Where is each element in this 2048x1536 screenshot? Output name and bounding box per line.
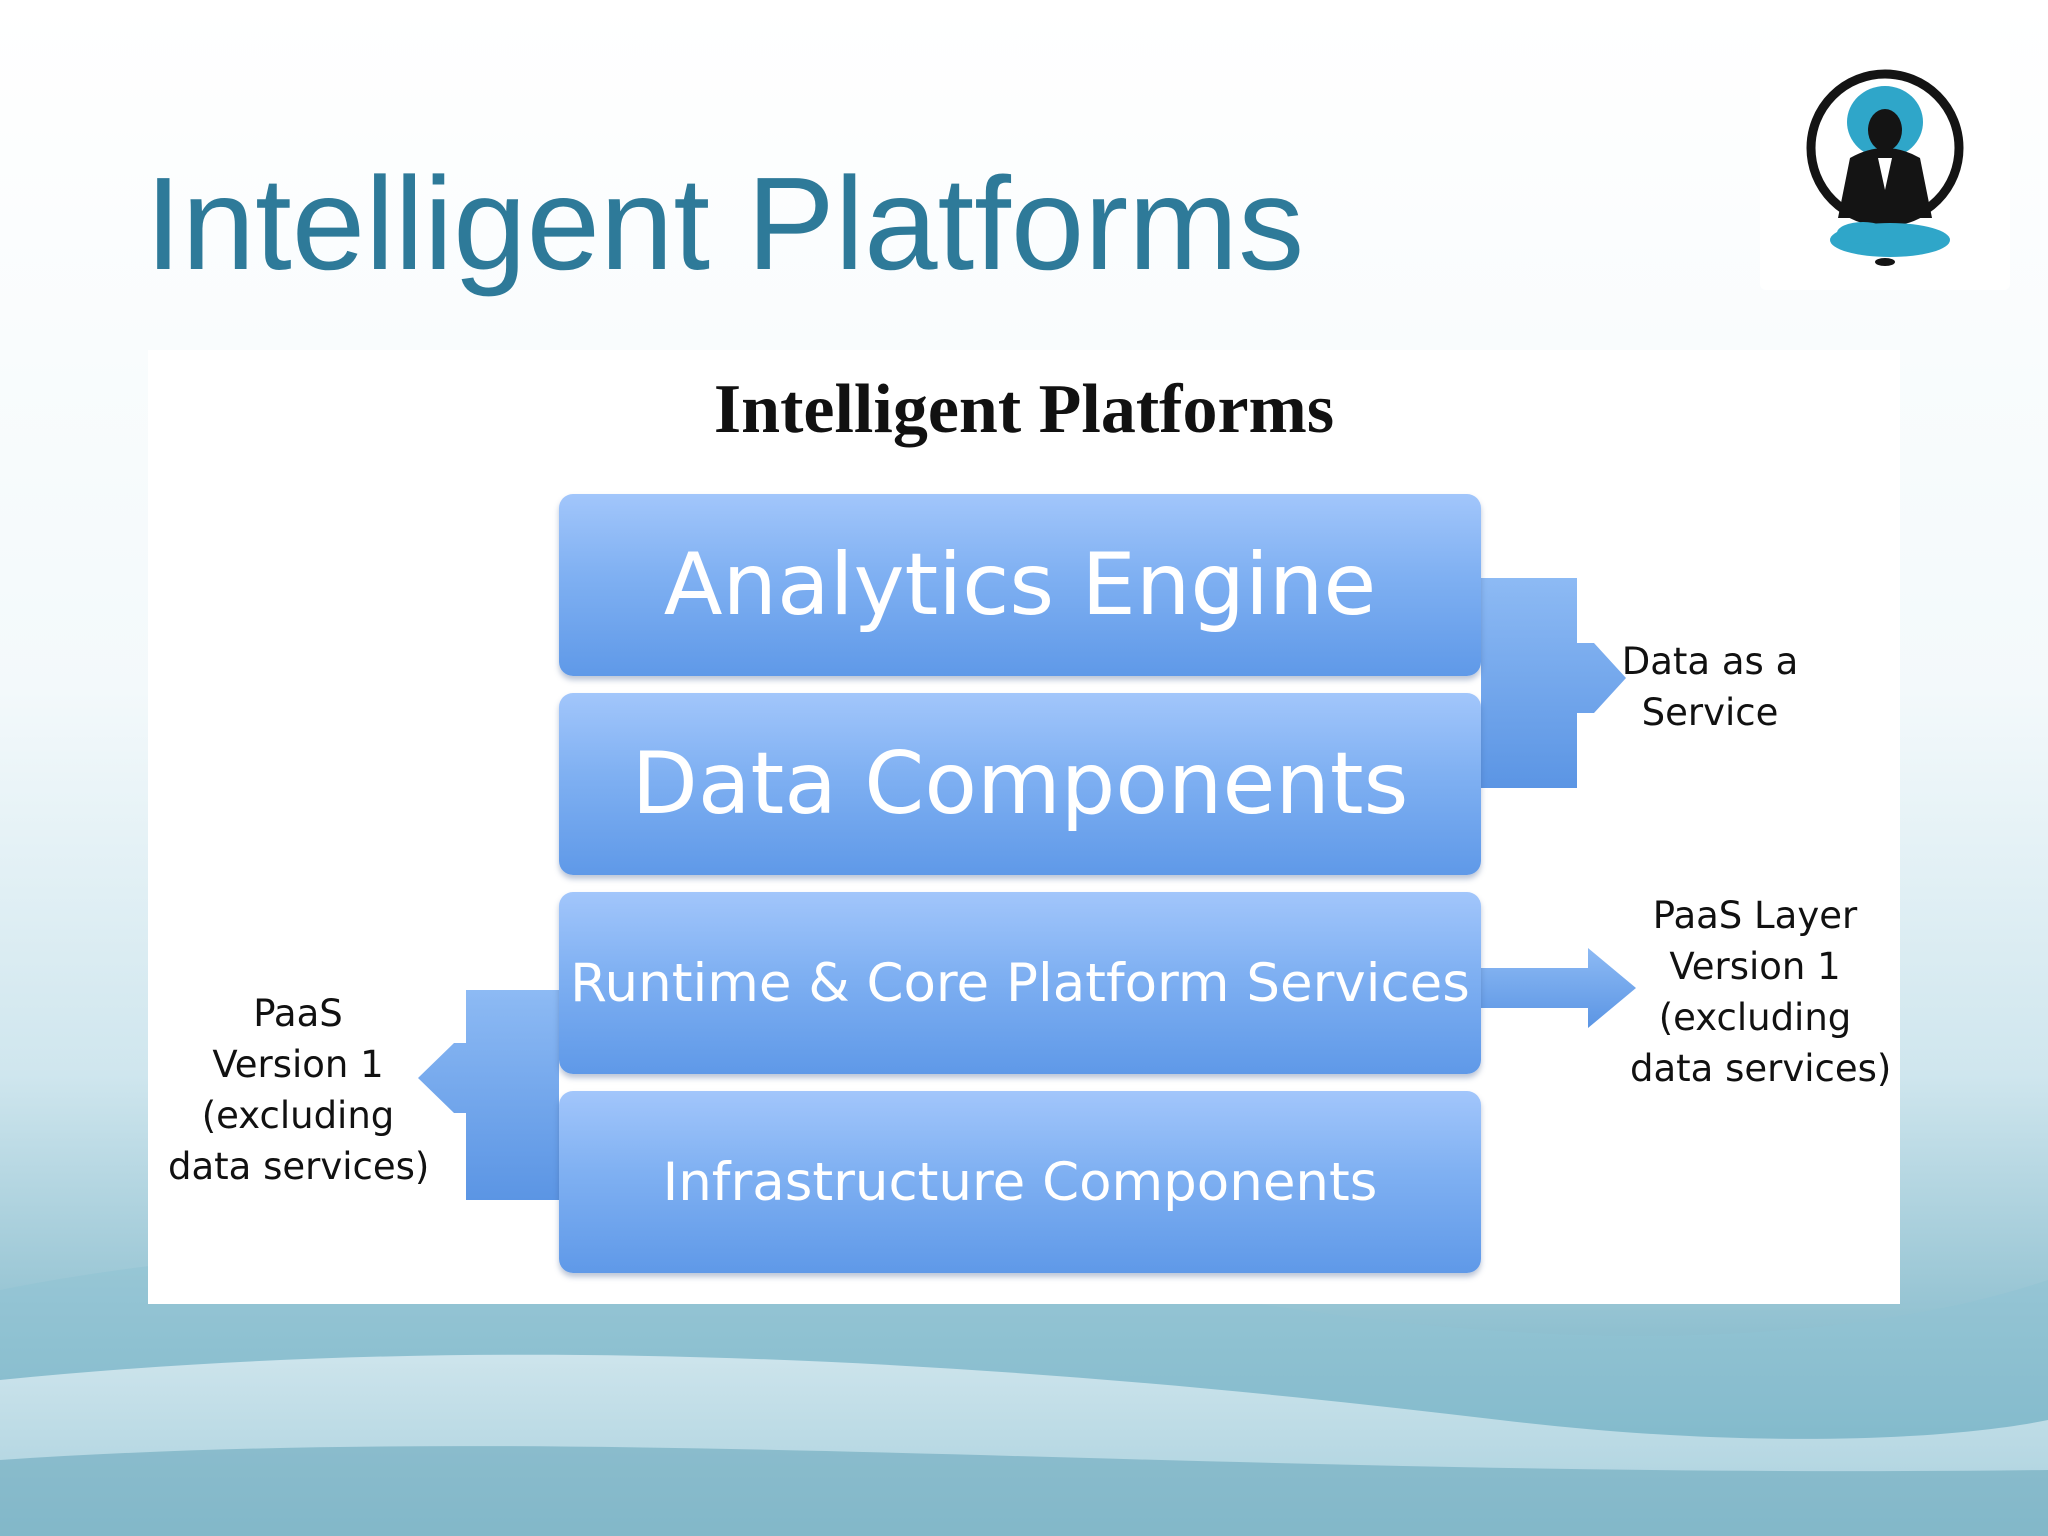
- meditating-person-logo-icon: [1806, 69, 1964, 266]
- paas-left-arrow: [418, 990, 559, 1200]
- layer-infrastructure-components: Infrastructure Components: [559, 1091, 1481, 1273]
- label-line: Data as a: [1621, 640, 1799, 683]
- label-paas-version-1: PaaS Version 1 (excluding data services): [168, 988, 430, 1192]
- logo: [1760, 40, 2010, 290]
- label-line: Service: [1641, 691, 1779, 734]
- label-paas-layer: PaaS Layer Version 1 (excluding data ser…: [1630, 890, 1892, 1094]
- label-line: Version 1: [212, 1043, 384, 1086]
- paas-layer-arrow: [1481, 948, 1636, 1028]
- diagram-title: Intelligent Platforms: [713, 371, 1335, 448]
- label-line: data services): [168, 1145, 430, 1188]
- label-line: data services): [1630, 1047, 1892, 1090]
- diagram-panel: Intelligent Platforms Analytics Engine D…: [148, 350, 1900, 1304]
- slide-title: Intelligent Platforms: [145, 150, 1305, 297]
- label-line: PaaS: [253, 992, 343, 1035]
- label-line: PaaS Layer: [1652, 894, 1858, 937]
- layer-runtime-core-services: Runtime & Core Platform Services: [559, 892, 1481, 1074]
- label-line: (excluding: [201, 1094, 395, 1137]
- layer-analytics-engine: Analytics Engine: [559, 494, 1481, 676]
- daas-arrow: [1481, 578, 1626, 788]
- diagram-arrows: [418, 578, 1636, 1200]
- label-line: Version 1: [1669, 945, 1841, 988]
- label-data-as-a-service: Data as a Service: [1610, 636, 1810, 738]
- label-line: (excluding: [1658, 996, 1852, 1039]
- layer-data-components: Data Components: [559, 693, 1481, 875]
